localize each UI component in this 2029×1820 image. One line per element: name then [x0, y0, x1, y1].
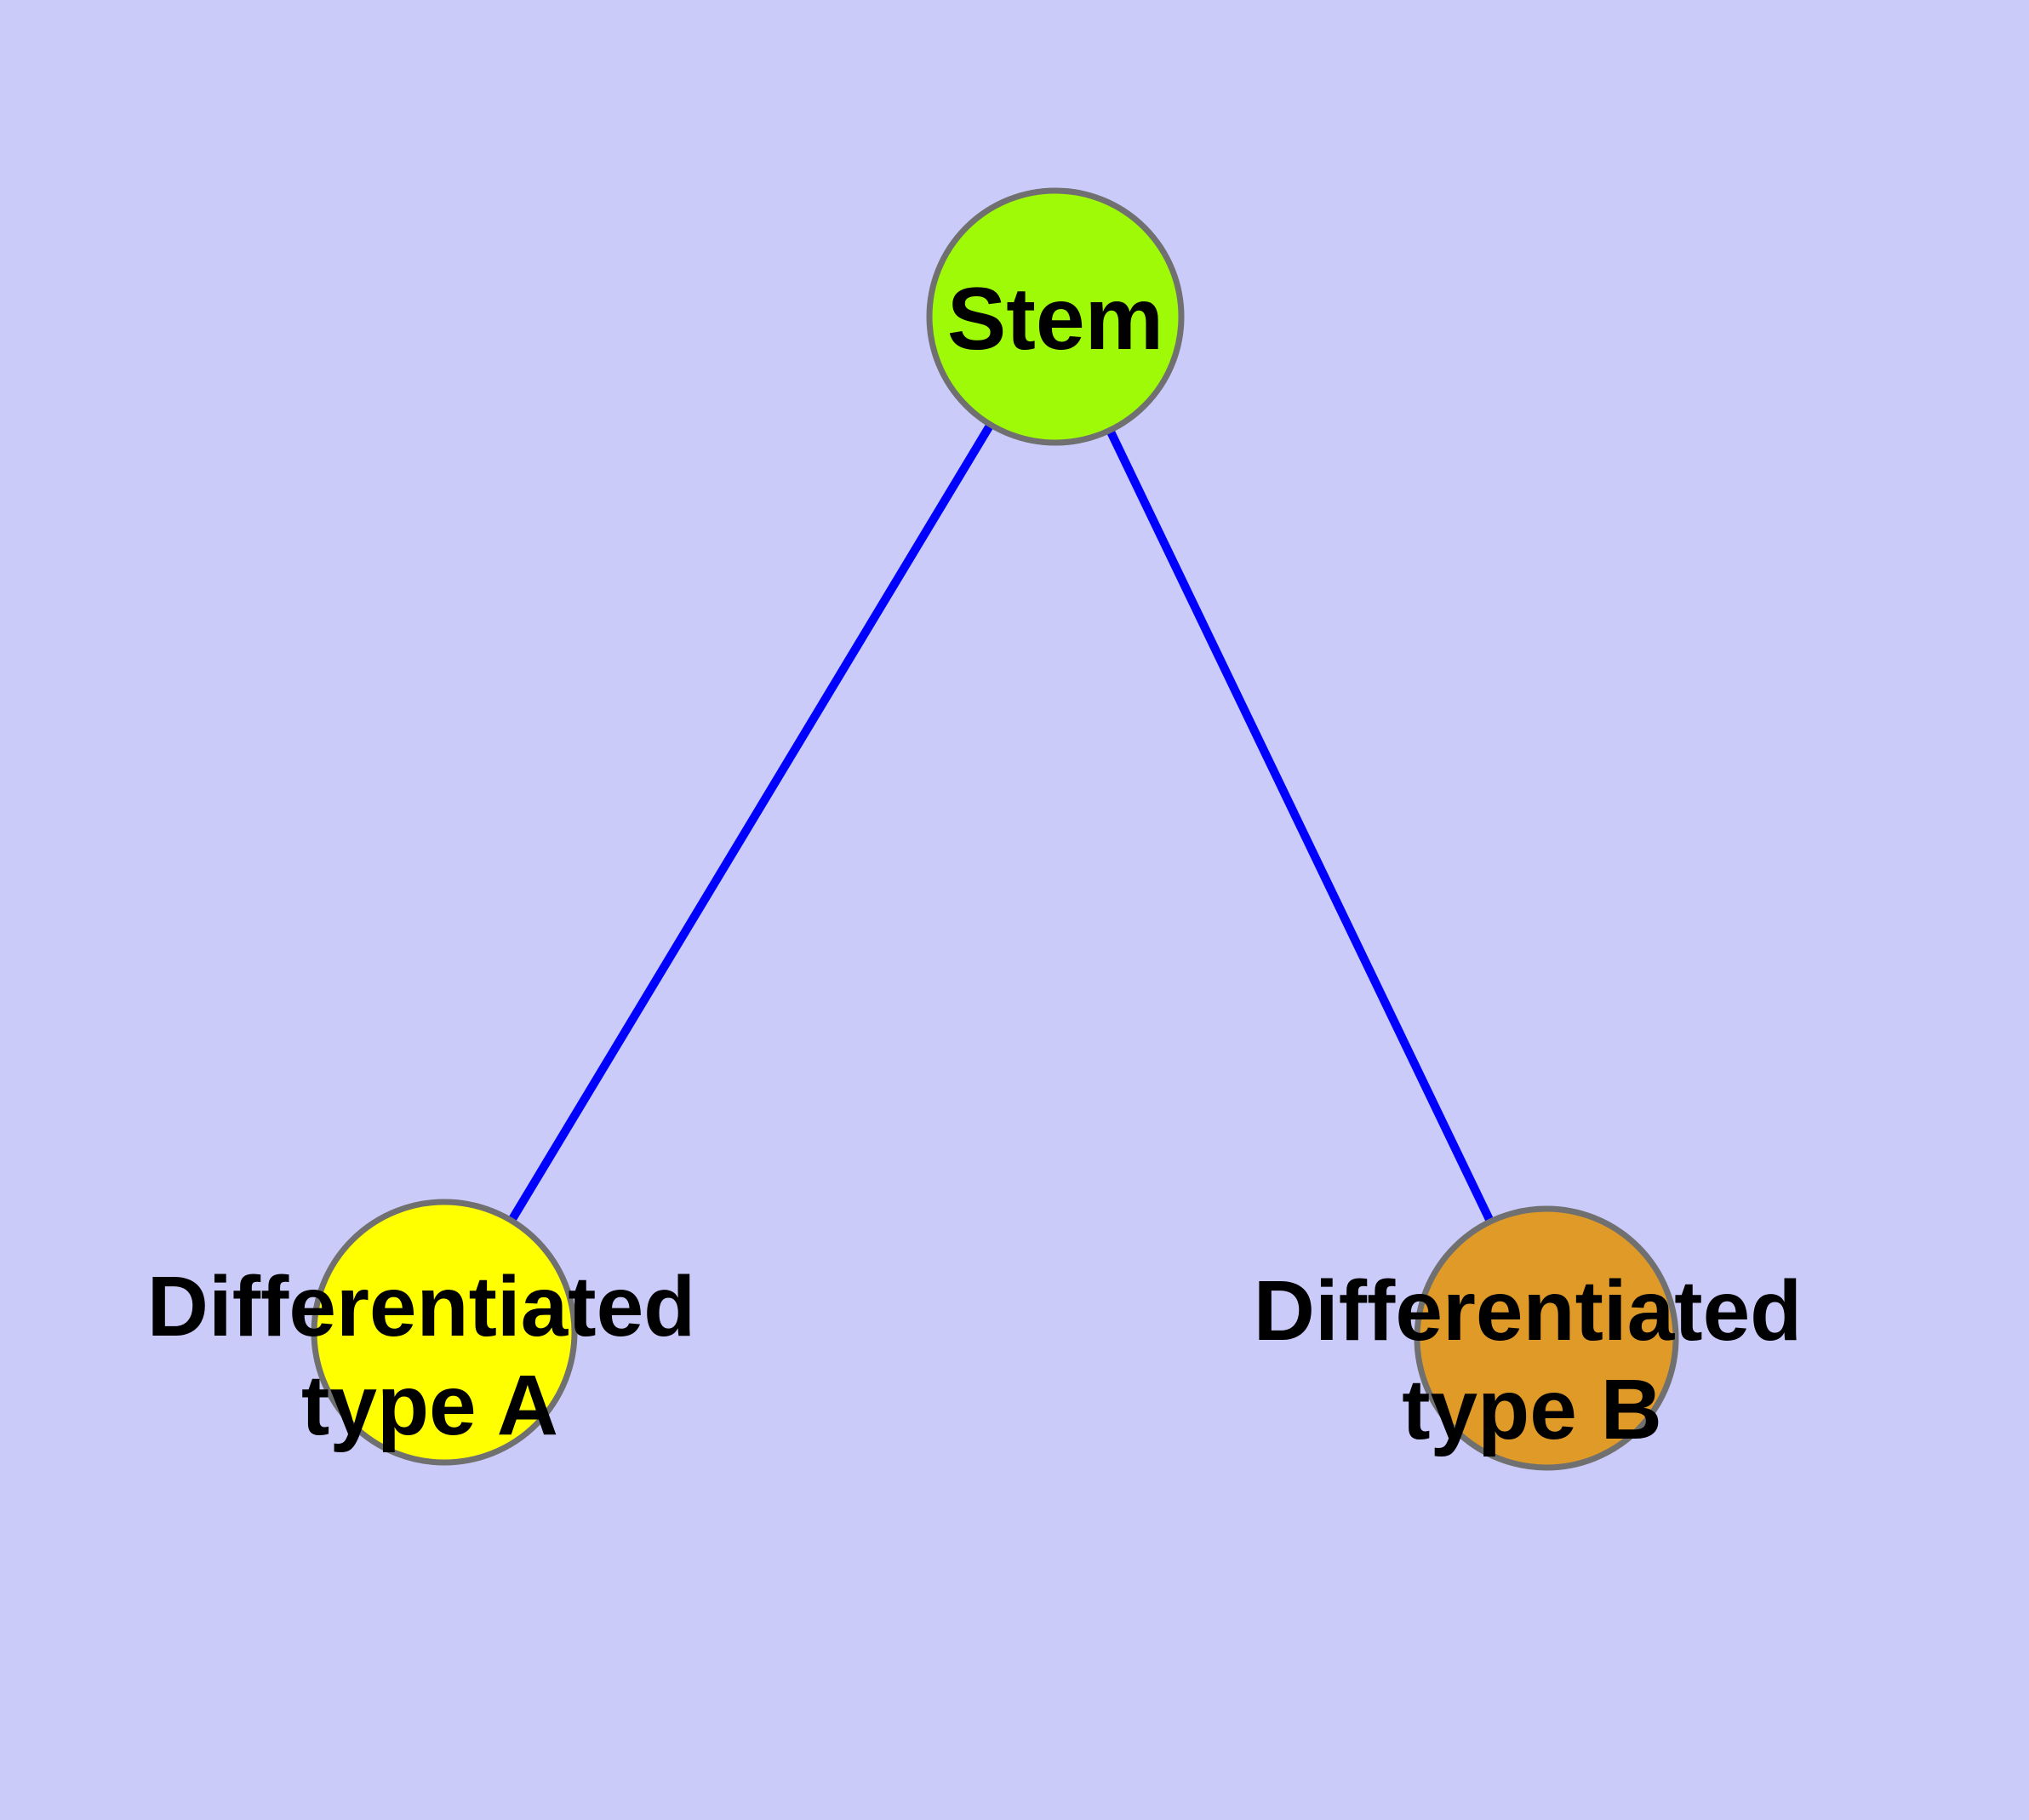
edge-stem-to-differentiated-type-a[interactable] [440, 314, 1060, 1335]
edge-stem-to-differentiated-type-b[interactable] [1051, 314, 1551, 1341]
node-differentiated-type-a[interactable]: Differentiated type A [147, 1199, 696, 1466]
node-differentiated-type-b[interactable]: Differentiated type B [1254, 1205, 1803, 1471]
edge-layer [440, 314, 1551, 1341]
node-layer: Stem Differentiated type A Differentiate… [147, 187, 1803, 1471]
node-differentiated-type-b-label-line2: type B [1402, 1362, 1662, 1457]
node-differentiated-type-b-circle[interactable] [1414, 1205, 1679, 1471]
node-differentiated-type-a-label-line2: type A [301, 1358, 558, 1453]
node-differentiated-type-a-label-line1: Differentiated [147, 1259, 696, 1354]
node-stem-label: Stem [947, 270, 1163, 369]
node-differentiated-type-a-circle[interactable] [311, 1199, 578, 1466]
node-stem-circle[interactable] [926, 187, 1185, 446]
node-differentiated-type-b-label-line1: Differentiated [1254, 1263, 1803, 1359]
node-stem[interactable]: Stem [926, 187, 1185, 446]
